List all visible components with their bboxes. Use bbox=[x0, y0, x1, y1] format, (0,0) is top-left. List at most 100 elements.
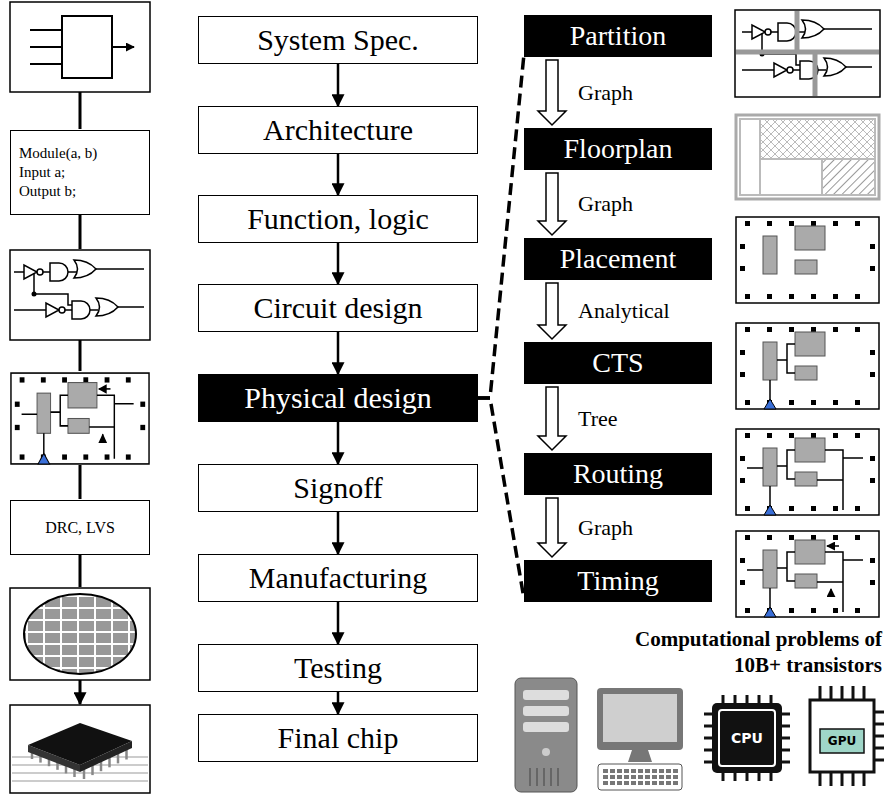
desktop-icon bbox=[597, 688, 683, 750]
flow-arrow bbox=[337, 154, 340, 195]
cpu-pin bbox=[782, 725, 790, 728]
node-text: Partition bbox=[570, 20, 666, 52]
cpu-pin bbox=[770, 695, 773, 703]
block-symbol-box bbox=[30, 30, 134, 64]
zoom-line bbox=[478, 54, 524, 398]
flow-step-box: Circuit design bbox=[198, 284, 478, 332]
chip-package-box bbox=[28, 723, 132, 765]
cpu-pin bbox=[734, 773, 737, 781]
gate-netlist-box bbox=[10, 250, 150, 340]
node-text: Output b; bbox=[19, 182, 76, 201]
cpu-pin bbox=[704, 749, 712, 752]
package-pin bbox=[117, 753, 120, 763]
node-text: Signoff bbox=[293, 471, 382, 505]
flow-step-box: Final chip bbox=[198, 714, 478, 762]
floorplan-box bbox=[822, 159, 875, 195]
hollow-arrow bbox=[538, 498, 566, 557]
flow-arrow bbox=[337, 64, 340, 106]
gpu-pin bbox=[830, 772, 833, 786]
node-text: Module(a, b) bbox=[19, 144, 97, 163]
desktop-icon bbox=[598, 764, 682, 790]
node-text: Physical design bbox=[244, 381, 432, 415]
flow-step-box: Manufacturing bbox=[198, 554, 478, 602]
layout-box bbox=[22, 395, 134, 458]
node-text: CTS bbox=[592, 347, 643, 379]
gpu-pin bbox=[852, 772, 855, 786]
cpu-pin bbox=[734, 695, 737, 703]
node-text: Input a; bbox=[19, 163, 65, 182]
wafer-box bbox=[20, 590, 140, 678]
server-icon bbox=[542, 748, 550, 756]
cpu-pin bbox=[746, 773, 749, 781]
physical-step-box: Routing bbox=[524, 453, 712, 495]
cts-box bbox=[736, 323, 879, 409]
zoom-line bbox=[478, 398, 524, 599]
placement-box bbox=[736, 217, 879, 303]
gpu-pin bbox=[819, 772, 822, 786]
hollow-arrow bbox=[538, 283, 566, 339]
layout-box bbox=[11, 373, 149, 464]
flow-step-box: Testing bbox=[198, 644, 478, 692]
timing-box bbox=[827, 546, 839, 596]
gpu-pin bbox=[863, 772, 866, 786]
edge-label: Graph bbox=[576, 515, 635, 541]
cts-box bbox=[764, 344, 795, 409]
node-text: Testing bbox=[294, 651, 382, 685]
desktop-icon bbox=[628, 750, 652, 762]
routing-box bbox=[747, 450, 863, 510]
cpu-pin bbox=[758, 695, 761, 703]
cpu-pin bbox=[782, 737, 790, 740]
node-text: Final chip bbox=[278, 721, 399, 755]
routing-box bbox=[736, 429, 879, 515]
icon-label: CPU bbox=[712, 725, 782, 751]
node-text: Timing bbox=[577, 565, 658, 597]
flow-arrow bbox=[337, 512, 340, 554]
layout-box bbox=[99, 389, 111, 442]
check-box: DRC, LVS bbox=[10, 500, 150, 555]
flow-arrow bbox=[337, 692, 340, 714]
timing-box bbox=[736, 531, 879, 617]
code-box: Module(a, b)Input a;Output b; bbox=[10, 130, 150, 215]
wafer-box bbox=[24, 594, 136, 674]
chip-package-box bbox=[10, 705, 150, 793]
partition-box bbox=[735, 10, 880, 97]
floorplan-box bbox=[736, 115, 879, 199]
gpu-pin bbox=[841, 686, 844, 700]
flow-arrow bbox=[337, 422, 340, 464]
hollow-arrow bbox=[538, 173, 566, 235]
routing-box bbox=[764, 450, 795, 515]
gate-netlist-box bbox=[10, 250, 150, 340]
desktop-icon bbox=[597, 688, 683, 790]
gpu-icon bbox=[820, 729, 864, 753]
layout-box bbox=[22, 383, 134, 464]
node-text: Floorplan bbox=[564, 133, 673, 165]
flow-step-box: System Spec. bbox=[198, 16, 478, 64]
floorplan-box bbox=[760, 119, 875, 159]
partition-box bbox=[735, 10, 880, 97]
edge-label: Graph bbox=[576, 80, 635, 106]
chip-package-box bbox=[10, 705, 150, 793]
package-pin bbox=[125, 750, 128, 760]
cpu-icon bbox=[712, 703, 782, 773]
gpu-icon bbox=[810, 686, 884, 786]
desktop-icon bbox=[603, 694, 677, 742]
physical-step-box: Floorplan bbox=[524, 128, 712, 170]
flow-step-box: Signoff bbox=[198, 464, 478, 512]
routing-box bbox=[736, 429, 879, 515]
floorplan-box bbox=[736, 115, 879, 199]
hollow-arrow bbox=[538, 387, 566, 450]
node-text: System Spec. bbox=[257, 23, 419, 57]
node-text: Manufacturing bbox=[249, 561, 427, 595]
block-symbol-box bbox=[10, 2, 150, 92]
gpu-pin bbox=[852, 686, 855, 700]
cpu-pin bbox=[782, 761, 790, 764]
server-icon bbox=[523, 722, 569, 732]
cpu-pin bbox=[704, 725, 712, 728]
flow-step-box: Function, logic bbox=[198, 195, 478, 243]
gpu-pin bbox=[841, 772, 844, 786]
edge-label: Graph bbox=[576, 191, 635, 217]
server-icon bbox=[515, 678, 577, 792]
gpu-pin bbox=[830, 686, 833, 700]
flow-step-box: Physical design bbox=[198, 374, 478, 422]
